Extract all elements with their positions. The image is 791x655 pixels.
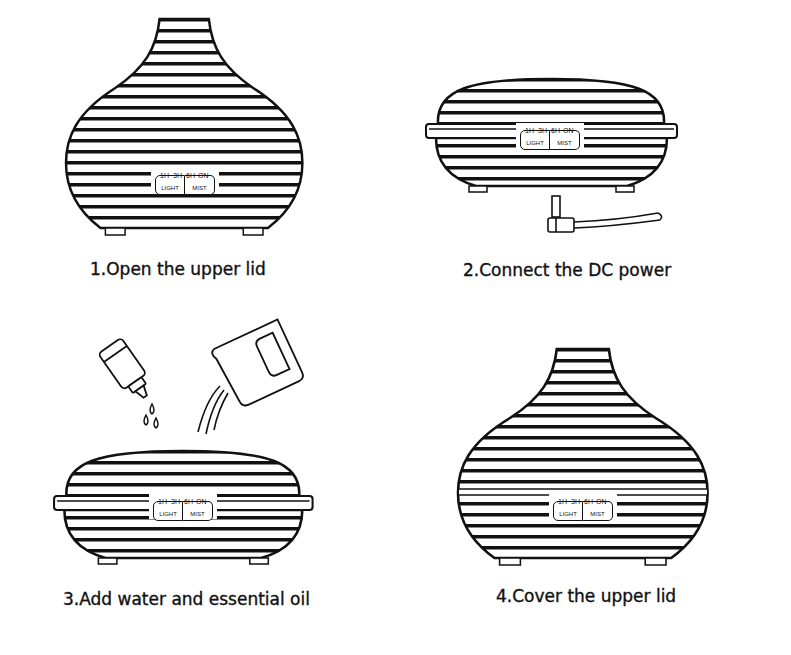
- oil-bottle: [98, 338, 156, 405]
- timer-label: 3H: [173, 172, 182, 179]
- timer-label: 6H: [551, 127, 560, 134]
- timer-label: 6H: [584, 498, 593, 505]
- button-label: LIGHT: [159, 511, 177, 517]
- step-caption: 4.Cover the upper lid: [496, 587, 676, 606]
- button-label: LIGHT: [559, 511, 577, 517]
- button-label: MIST: [190, 511, 204, 517]
- timer-label: ON: [198, 172, 209, 179]
- timer-label: ON: [563, 127, 574, 134]
- oil-drops: [144, 404, 158, 428]
- step-caption: 1.Open the upper lid: [90, 260, 266, 279]
- timer-label: 3H: [171, 498, 180, 505]
- step-caption: 3.Add water and essential oil: [63, 590, 310, 609]
- lid-seam-line: [459, 488, 707, 490]
- diffuser-base: [426, 79, 677, 192]
- timer-label: 6H: [184, 498, 193, 505]
- diffuser-closed: [66, 19, 302, 235]
- dc-plug: [548, 196, 662, 232]
- timer-label: 1H: [558, 498, 567, 505]
- button-label: LIGHT: [526, 140, 544, 146]
- step-caption: 2.Connect the DC power: [463, 261, 671, 280]
- timer-label: ON: [596, 498, 607, 505]
- timer-label: 3H: [571, 498, 580, 505]
- button-label: MIST: [590, 511, 604, 517]
- timer-label: 1H: [525, 127, 534, 134]
- button-label: LIGHT: [161, 185, 179, 191]
- diffuser-closed: [458, 349, 708, 565]
- timer-label: 1H: [160, 172, 169, 179]
- water-jug: [211, 319, 305, 409]
- button-label: MIST: [557, 140, 571, 146]
- water-stream: [198, 386, 228, 434]
- diffuser-base: [54, 451, 313, 564]
- timer-label: 6H: [186, 172, 195, 179]
- button-label: MIST: [192, 185, 206, 191]
- timer-label: ON: [196, 498, 207, 505]
- timer-label: 1H: [158, 498, 167, 505]
- timer-label: 3H: [538, 127, 547, 134]
